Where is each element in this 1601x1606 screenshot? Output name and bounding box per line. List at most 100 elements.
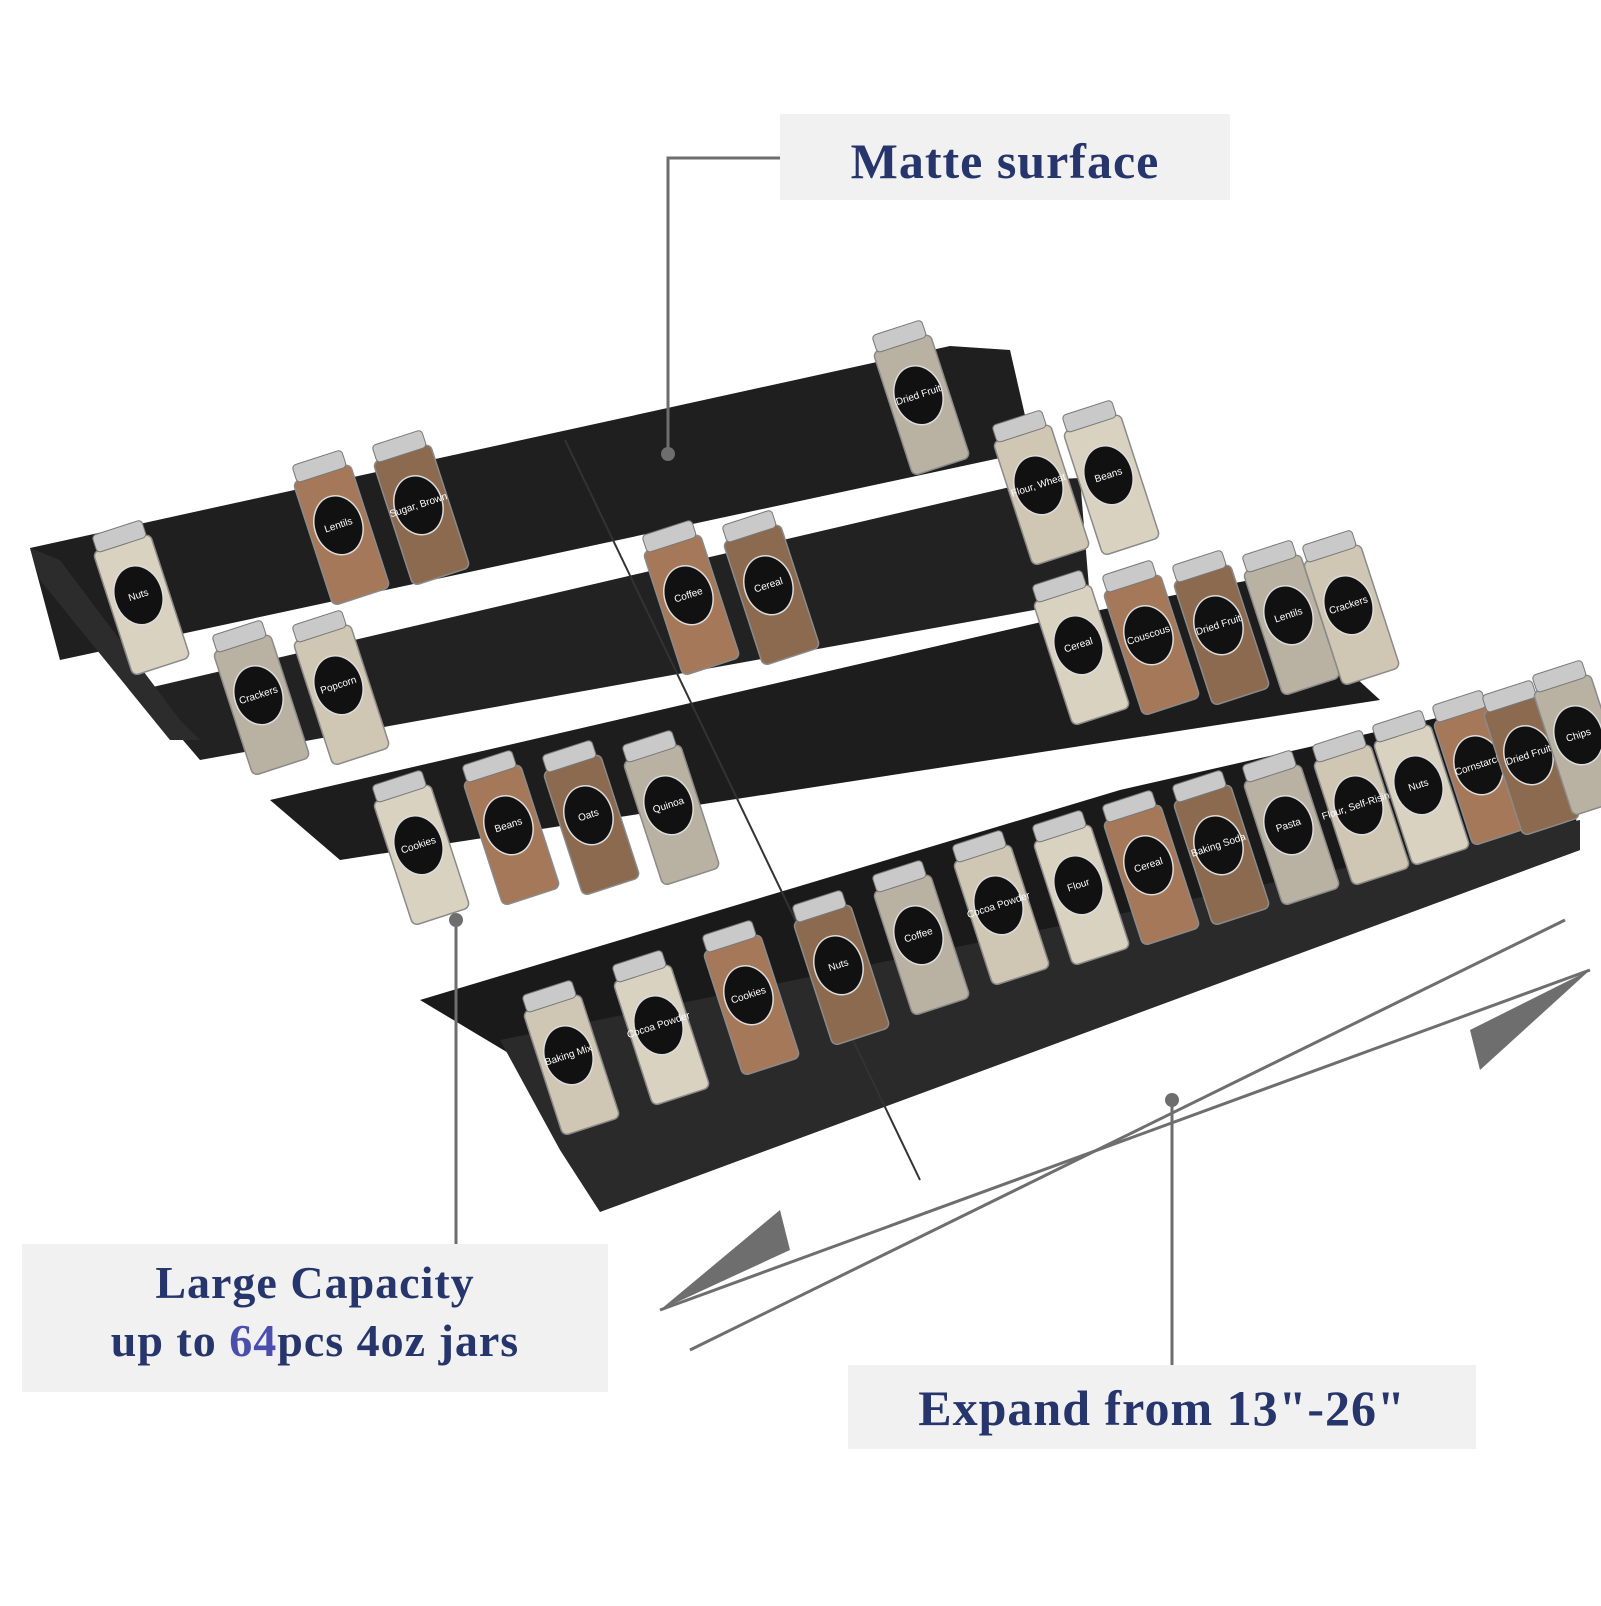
spice-jar: Cereal <box>722 510 820 666</box>
jar-label-badge <box>393 815 444 876</box>
jar-label-badge <box>663 565 714 626</box>
jar-label-badge <box>643 775 694 836</box>
expand-lower-line <box>689 918 1566 1352</box>
jar-lid <box>462 750 517 783</box>
spice-jar: Pasta <box>1242 750 1340 906</box>
capacity-number: 64 <box>229 1315 278 1366</box>
jar-label-badge <box>543 1025 594 1086</box>
jar-label-badge <box>483 795 534 856</box>
expand-arrowhead-left <box>660 1210 790 1310</box>
jar-label-badge <box>1193 595 1244 656</box>
jar-lid <box>612 950 667 983</box>
jar-lid <box>1532 660 1587 693</box>
jar-label-badge <box>1123 605 1174 666</box>
jar-label-badge <box>633 995 684 1056</box>
spice-jar: Baking Mix <box>522 980 620 1136</box>
jar-lid <box>992 410 1047 443</box>
jar-label-badge <box>1053 855 1104 916</box>
jar-label-badge <box>113 565 164 626</box>
jar-lid <box>1032 810 1087 843</box>
jar-lid <box>292 610 347 643</box>
spice-jar: Cocoa Powder <box>952 830 1050 986</box>
spice-jar: Flour, Wheat <box>992 410 1090 566</box>
rack-left-side <box>30 548 200 740</box>
spice-jar: Oats <box>542 740 640 896</box>
spice-jar: Cookies <box>372 770 470 926</box>
jar-label-badge <box>1263 585 1314 646</box>
jar-label-badge <box>1393 755 1444 816</box>
spice-jar: Cereal <box>1102 790 1200 946</box>
callout-large-capacity: Large Capacity up to 64pcs 4oz jars <box>22 1244 608 1392</box>
spice-jar: Chips <box>1532 660 1601 816</box>
callout-expand-range: Expand from 13"-26" <box>848 1365 1476 1449</box>
jar-label-badge <box>1083 445 1134 506</box>
spice-jar: Lentils <box>1242 540 1340 696</box>
spice-jar: Coffee <box>872 860 970 1016</box>
rack-back-tier <box>30 346 1032 660</box>
jar-lid <box>1242 750 1297 783</box>
spice-jar: Nuts <box>92 520 190 676</box>
jar-label-badge <box>1263 795 1314 856</box>
jar-lid <box>1062 400 1117 433</box>
spice-jar: Flour <box>1032 810 1130 966</box>
spice-jar: Flour, Self-Rising <box>1312 730 1410 886</box>
jar-label-badge <box>813 935 864 996</box>
matte-leader-line <box>666 156 780 454</box>
spice-jar: Coffee <box>642 520 740 676</box>
jar-lid <box>1172 770 1227 803</box>
jar-lid <box>1032 570 1087 603</box>
spice-jar: Baking Soda <box>1172 770 1270 926</box>
spice-jar: Beans <box>462 750 560 906</box>
jar-label-badge <box>893 365 944 426</box>
spice-jar: Dried Fruit <box>872 320 970 476</box>
jar-lid <box>872 320 927 353</box>
jar-lid <box>1172 550 1227 583</box>
spice-jar: Crackers <box>212 620 310 776</box>
capacity-text-post: pcs 4oz jars <box>277 1315 520 1366</box>
spice-jar: Cocoa Powder <box>612 950 710 1106</box>
jar-label-badge <box>1333 775 1384 836</box>
expand-arrowhead-right <box>1470 970 1590 1070</box>
jar-lid <box>212 620 267 653</box>
jar-label-badge <box>1193 815 1244 876</box>
jar-lid <box>622 730 677 763</box>
jar-label-badge <box>233 665 284 726</box>
matte-leader-dot <box>661 447 675 461</box>
jar-lid <box>92 520 147 553</box>
spice-jar: Cookies <box>702 920 800 1076</box>
jar-lid <box>1312 730 1367 763</box>
expand-leader-dot <box>1165 1093 1179 1107</box>
callout-capacity-line1: Large Capacity <box>155 1257 475 1308</box>
jar-lid <box>722 510 777 543</box>
callout-expand-text: Expand from 13"-26" <box>918 1380 1406 1436</box>
jar-label-badge <box>1053 615 1104 676</box>
jar-lid <box>372 430 427 463</box>
spice-jar: Cornstarch <box>1432 690 1530 846</box>
spice-jar: Crackers <box>1302 530 1400 686</box>
jar-lid <box>952 830 1007 863</box>
spice-jar: Couscous <box>1102 560 1200 716</box>
capacity-leader-dot <box>449 913 463 927</box>
jar-lid <box>872 860 927 893</box>
jar-lid <box>1302 530 1357 563</box>
jar-label-badge <box>893 905 944 966</box>
rack-seam <box>564 439 921 1181</box>
spice-jar: Sugar, Brown <box>372 430 470 586</box>
jar-lid <box>292 450 347 483</box>
jar-lid <box>522 980 577 1013</box>
spice-jar: Lentils <box>292 450 390 606</box>
jar-lid <box>542 740 597 773</box>
spice-jar: Dried Fruit <box>1172 550 1270 706</box>
spice-jar: Nuts <box>1372 710 1470 866</box>
callout-matte-surface: Matte surface <box>780 114 1230 200</box>
jar-lid <box>1102 790 1157 823</box>
jar-label-badge <box>1323 575 1374 636</box>
spice-jar: Nuts <box>792 890 890 1046</box>
jar-lid <box>1102 560 1157 593</box>
jar-label-badge <box>393 475 444 536</box>
jar-lid <box>642 520 697 553</box>
expand-arrow-shaft <box>659 968 1591 1312</box>
spice-jar: Dried Fruit <box>1482 680 1580 836</box>
